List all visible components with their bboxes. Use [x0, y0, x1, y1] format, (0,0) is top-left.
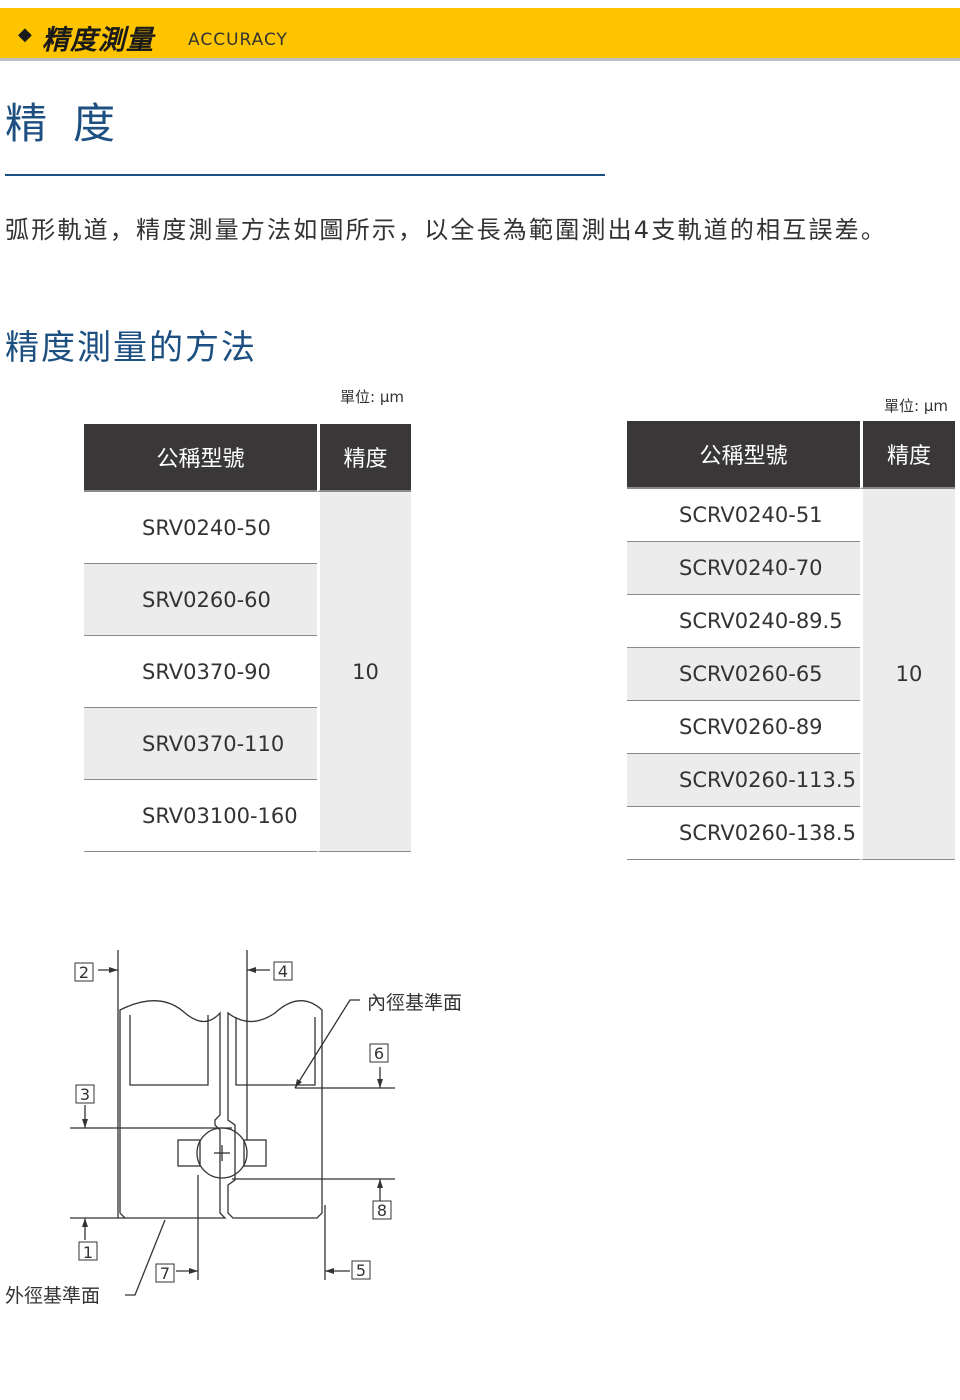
accuracy-cell: 10 [317, 492, 411, 852]
banner-title: 精度測量 [42, 25, 154, 56]
dim-label-6: 6 [374, 1044, 384, 1063]
dim-label-5: 5 [356, 1261, 366, 1280]
intro-text: 弧形軌道，精度測量方法如圖所示，以全長為範圍測出4支軌道的相互誤差。 [5, 216, 888, 244]
table-row: SCRV0260-65 [627, 648, 955, 701]
banner-subtitle: ACCURACY [188, 30, 288, 50]
dim-label-3: 3 [80, 1085, 90, 1104]
outer-reference-label: 外徑基準面 [5, 1285, 100, 1307]
table-row: SRV0370-110 [84, 708, 411, 780]
dim-label-8: 8 [377, 1201, 387, 1220]
header-model: 公稱型號 [84, 424, 317, 492]
model-cell: SRV0260-60 [84, 564, 317, 636]
dim-label-7: 7 [160, 1264, 170, 1283]
table-row: SCRV0260-138.5 [627, 807, 955, 860]
table-row: SCRV0260-113.5 [627, 754, 955, 807]
table-row: SCRV0240-89.5 [627, 595, 955, 648]
model-cell: SCRV0260-138.5 [627, 807, 860, 860]
model-cell: SRV03100-160 [84, 780, 317, 852]
table-row: SCRV0240-70 [627, 542, 955, 595]
heading-divider [5, 174, 605, 176]
accuracy-cell: 10 [860, 489, 955, 860]
model-cell: SRV0370-90 [84, 636, 317, 708]
model-cell: SCRV0260-89 [627, 701, 860, 754]
measurement-diagram: 1 2 3 4 5 6 7 8 內徑基準面 外徑基準面 [5, 950, 462, 1307]
dim-label-2: 2 [79, 963, 89, 982]
page-heading: 精度 [5, 99, 142, 148]
header-model: 公稱型號 [627, 421, 860, 489]
section-banner: ◆ 精度測量 ACCURACY [0, 8, 960, 61]
model-cell: SRV0240-50 [84, 492, 317, 564]
model-cell: SCRV0240-89.5 [627, 595, 860, 648]
table-row: SRV0260-60 [84, 564, 411, 636]
table-row: SRV03100-160 [84, 780, 411, 852]
model-cell: SRV0370-110 [84, 708, 317, 780]
model-cell: SCRV0260-65 [627, 648, 860, 701]
model-cell: SCRV0240-70 [627, 542, 860, 595]
section-heading: 精度測量的方法 [5, 328, 257, 368]
table-row: SCRV0240-51 10 [627, 489, 955, 860]
table-row: SRV0240-50 10 [84, 492, 411, 852]
unit-label-right: 單位: μm [884, 397, 948, 415]
header-accuracy: 精度 [860, 421, 955, 489]
accuracy-table-left: 公稱型號 精度 SRV0240-50 10 SRV0260-60 SRV0370… [84, 424, 411, 852]
dim-label-4: 4 [278, 962, 288, 981]
unit-label-left: 單位: μm [340, 388, 404, 406]
inner-reference-label: 內徑基準面 [367, 992, 462, 1014]
table-row: SRV0370-90 [84, 636, 411, 708]
table-row: SCRV0260-89 [627, 701, 955, 754]
header-accuracy: 精度 [317, 424, 411, 492]
model-cell: SCRV0240-51 [627, 489, 860, 542]
accuracy-table-right: 公稱型號 精度 SCRV0240-51 10 SCRV0240-70 SCRV0… [627, 421, 955, 860]
dim-label-1: 1 [83, 1243, 93, 1262]
diamond-bullet-icon: ◆ [18, 24, 32, 45]
model-cell: SCRV0260-113.5 [627, 754, 860, 807]
